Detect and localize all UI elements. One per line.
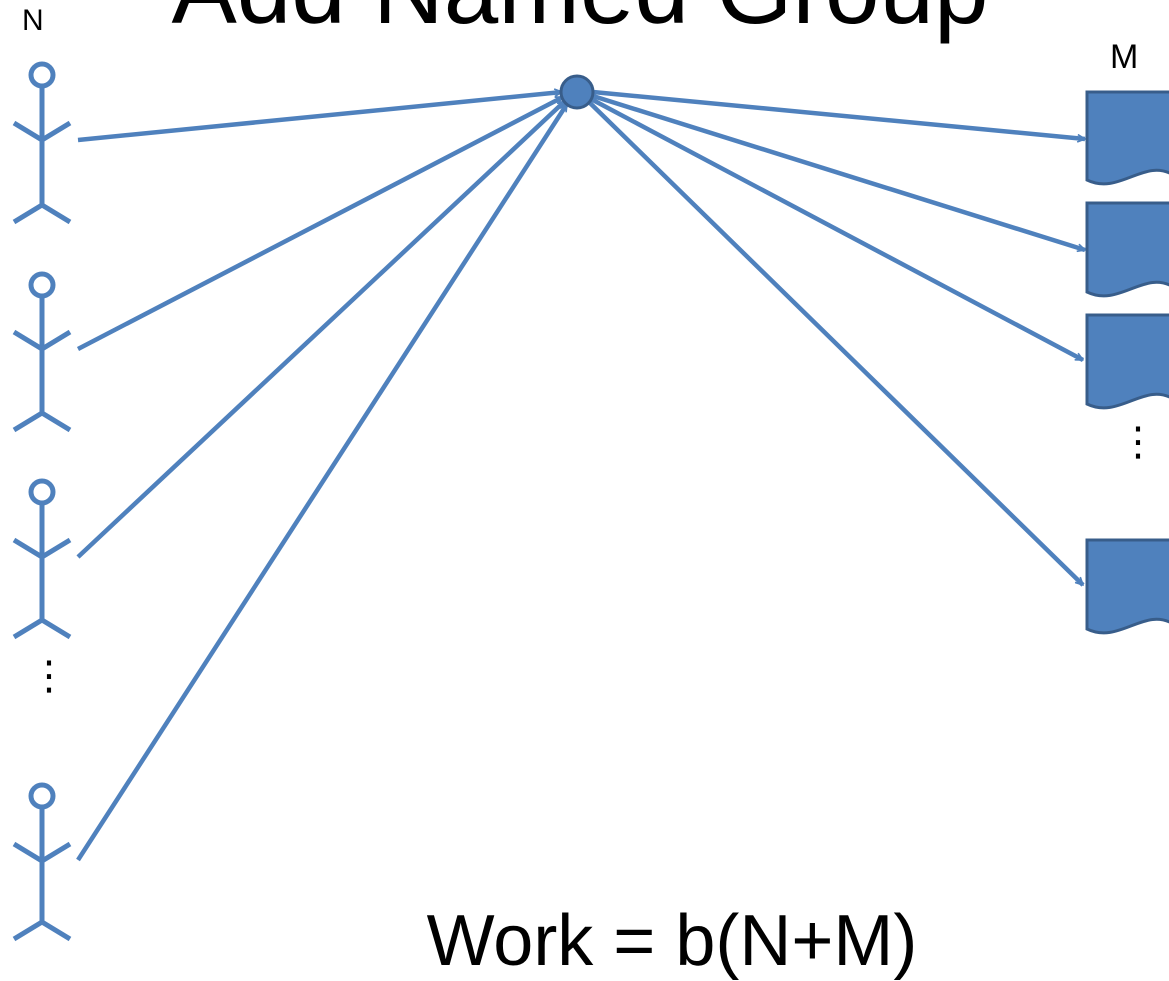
user-to-group-arrow	[76, 95, 563, 351]
group-to-object-arrow	[589, 97, 1083, 362]
user-icon	[12, 782, 72, 942]
group-to-object-arrow	[592, 89, 1085, 139]
object-document-icon	[1085, 201, 1169, 298]
object-document-icon	[1085, 313, 1169, 410]
user-to-group-arrow	[76, 104, 569, 862]
users-count-label: N	[22, 4, 44, 37]
user-icon	[12, 61, 72, 225]
group-to-object-arrow	[588, 101, 1085, 587]
users-ellipsis: ⋮	[29, 653, 69, 699]
named-group-diagram	[12, 61, 1169, 942]
named-group-node	[559, 74, 595, 110]
objects-ellipsis: ⋮	[1118, 419, 1158, 465]
work-formula: Work = b(N+M)	[426, 901, 918, 981]
objects-count-label: M	[1110, 38, 1139, 76]
slide-title: Add Named Group	[171, 0, 988, 38]
user-icon	[12, 271, 72, 433]
user-icon	[12, 478, 72, 640]
user-to-group-arrow	[77, 92, 562, 143]
group-to-object-arrow	[592, 93, 1085, 250]
object-document-icon	[1085, 90, 1169, 186]
user-to-group-arrow	[76, 99, 567, 559]
object-document-icon	[1085, 538, 1169, 635]
